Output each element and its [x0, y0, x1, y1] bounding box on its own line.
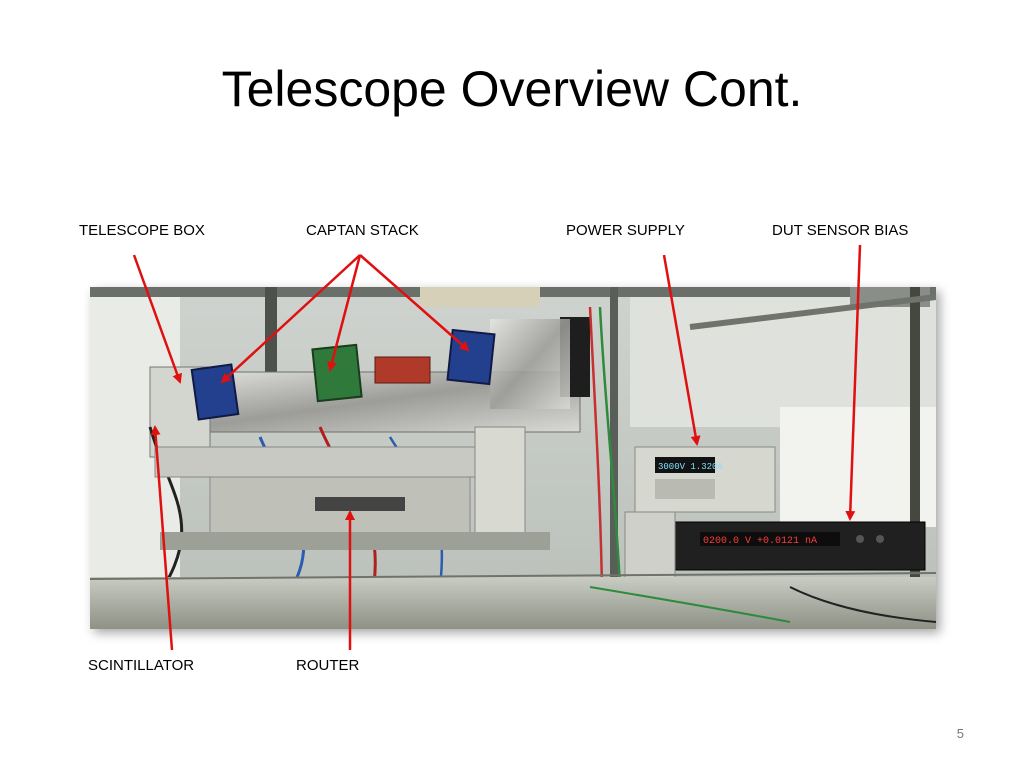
slide-title: Telescope Overview Cont.: [221, 61, 803, 117]
page-number: 5: [956, 726, 964, 741]
scintillator-label: SCINTILLATOR: [88, 657, 195, 674]
bias-display: 0200.0 V +0.0121 nA: [703, 536, 817, 547]
power-supply-display: 3000V 1.320A: [658, 462, 723, 472]
power-supply-label: POWER SUPPLY: [566, 222, 685, 239]
dut-sensor-bias-label: DUT SENSOR BIAS: [772, 222, 909, 239]
telescope-setup-photo: 3000V 1.320A 0200.0 V +0.0121 nA: [90, 287, 936, 629]
captan-stack-label: CAPTAN STACK: [306, 222, 419, 239]
router-label: ROUTER: [296, 657, 360, 674]
telescope-box-label: TELESCOPE BOX: [79, 222, 205, 239]
